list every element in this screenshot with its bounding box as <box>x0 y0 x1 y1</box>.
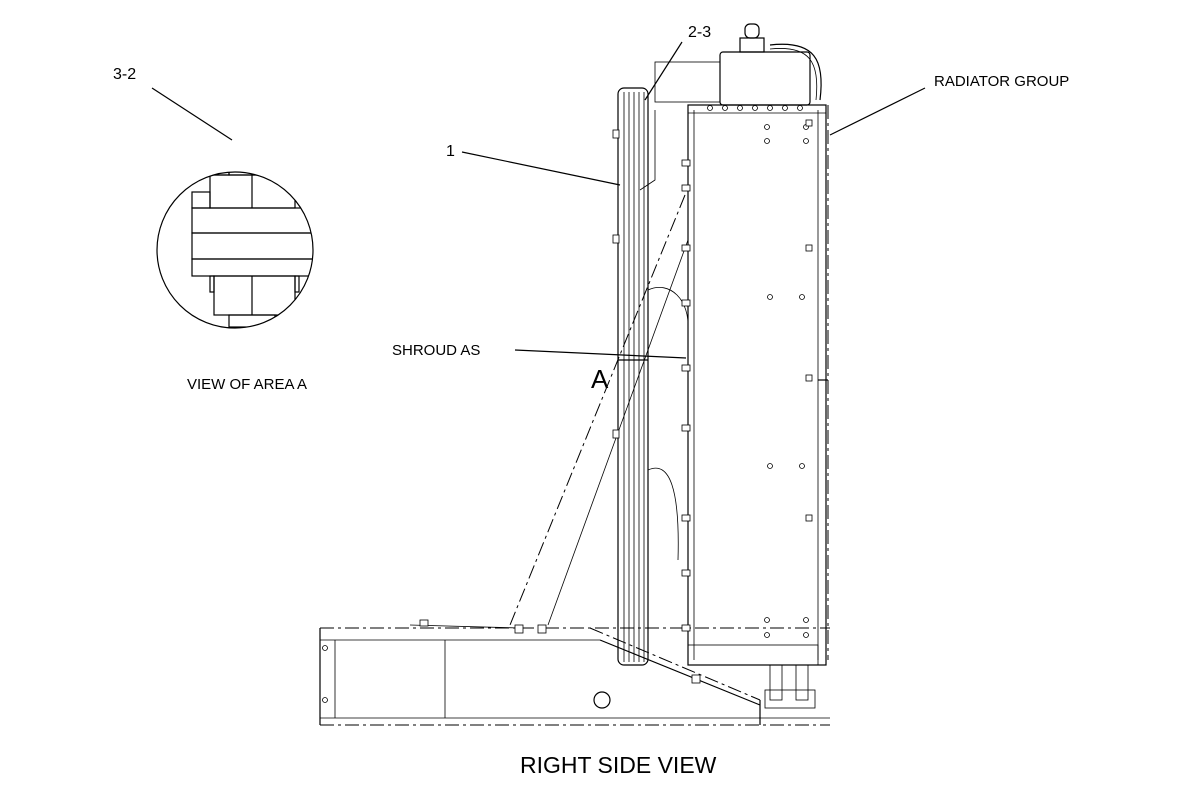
top-tank <box>719 23 822 106</box>
callout-3-2: 3-2 <box>113 66 137 83</box>
leader-shroud <box>514 349 687 359</box>
radiator-core <box>612 104 829 701</box>
area-a-marker: A <box>591 364 609 394</box>
leader-3-2 <box>151 87 233 141</box>
leader-1 <box>461 151 621 186</box>
leader-radiator-group <box>829 87 926 136</box>
leader-2-3 <box>644 41 683 101</box>
view-title: RIGHT SIDE VIEW <box>520 752 717 778</box>
callout-2-3: 2-3 <box>688 24 712 41</box>
callout-shroud: SHROUD AS <box>392 342 481 359</box>
detail-view-area-a <box>151 87 314 329</box>
callout-1: 1 <box>446 143 455 160</box>
detail-caption: VIEW OF AREA A <box>187 376 308 393</box>
support-strut <box>509 194 686 626</box>
base-frame <box>319 619 830 726</box>
callout-radiator-group: RADIATOR GROUP <box>934 73 1070 90</box>
fan-guard <box>617 87 649 666</box>
